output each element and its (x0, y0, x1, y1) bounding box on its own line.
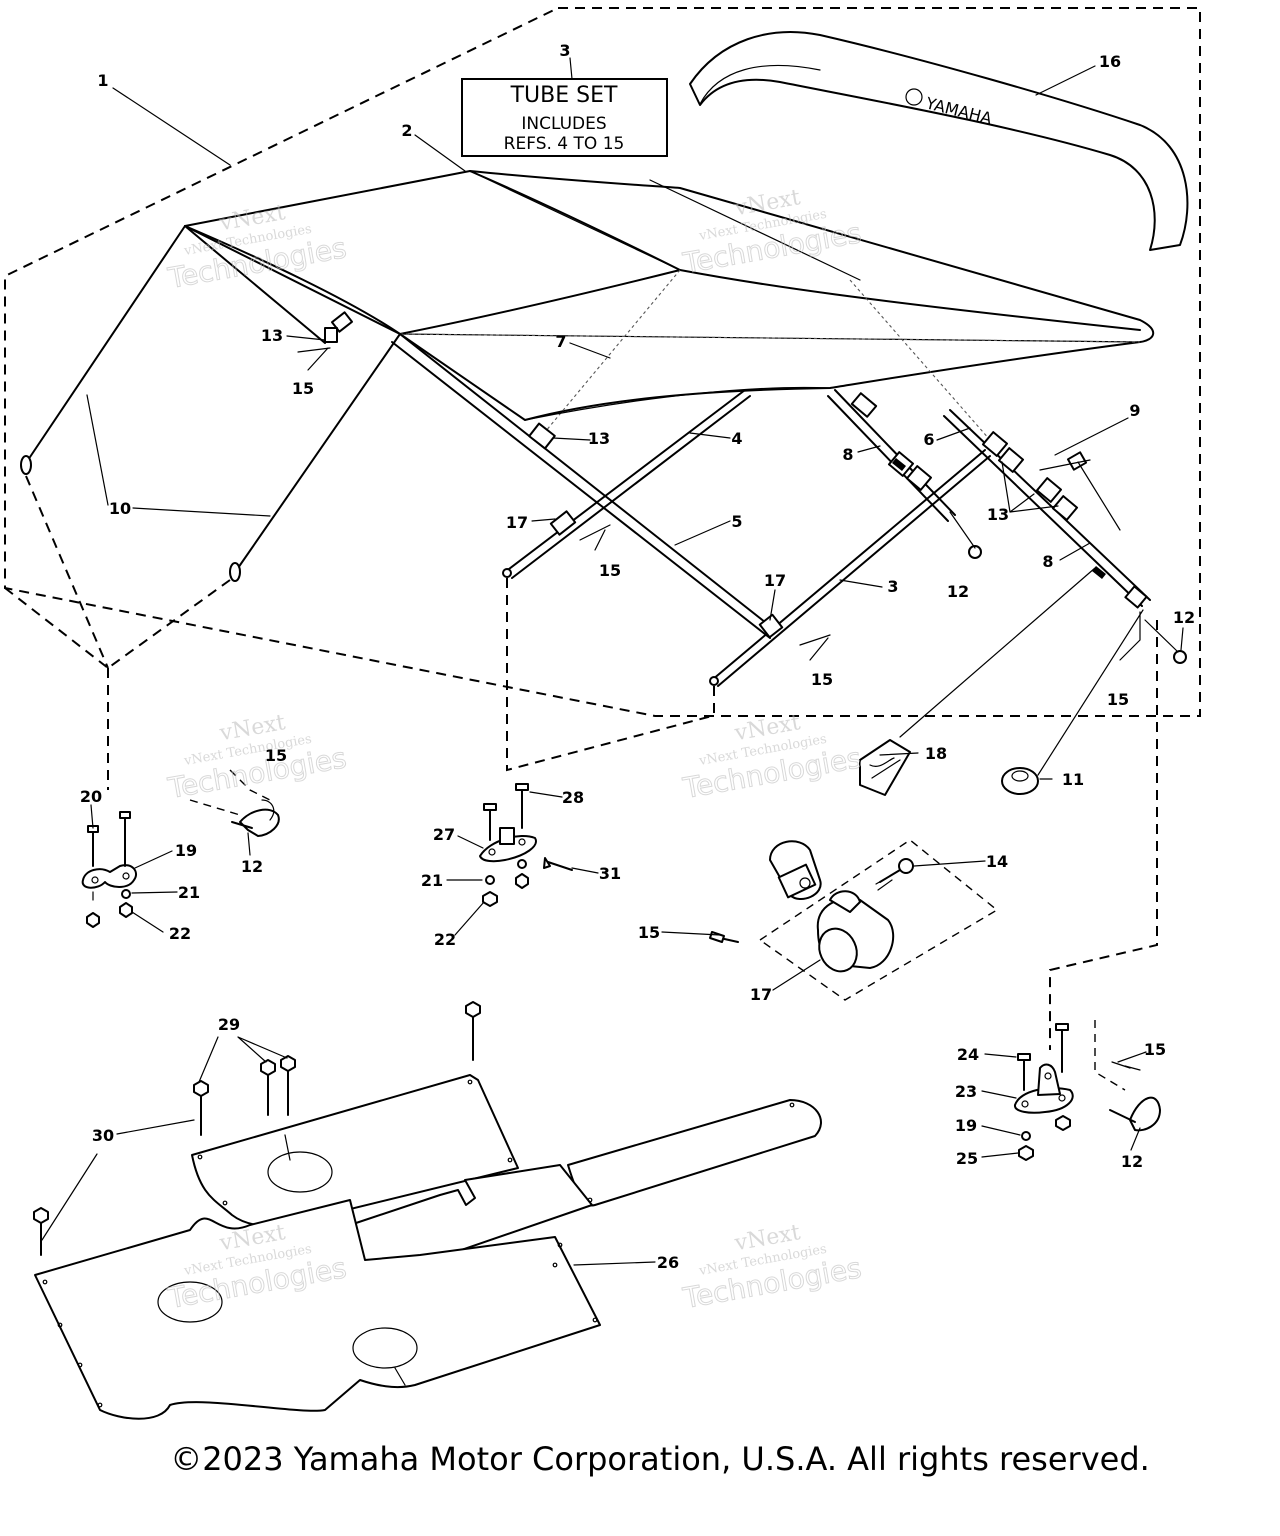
callout: 14 (986, 852, 1008, 871)
tube-set-title: TUBE SET (510, 83, 618, 108)
callout: 15 (1107, 690, 1129, 709)
frame-connectors (506, 578, 1158, 1050)
callout: 20 (80, 787, 102, 806)
callout: 19 (955, 1116, 977, 1135)
callout: 25 (956, 1149, 978, 1168)
callout: 5 (731, 512, 742, 531)
callout: 12 (947, 582, 969, 601)
detail-group-14-17 (709, 839, 999, 1001)
callout: 15 (265, 746, 287, 765)
callout: 24 (957, 1045, 979, 1064)
assembly-outline (4, 7, 1201, 717)
callout: 15 (599, 561, 621, 580)
frame-tubes (184, 225, 1151, 687)
callout-labels: 1 2 3 16 13 15 7 13 4 6 9 8 10 17 5 15 1… (80, 41, 1195, 1272)
tube-set-box: TUBE SET INCLUDES REFS. 4 TO 15 (461, 78, 668, 157)
copyright-notice: ©2023 Yamaha Motor Corporation, U.S.A. A… (170, 1440, 1150, 1478)
callout: 12 (241, 857, 263, 876)
callout: 7 (555, 332, 566, 351)
callout: 23 (955, 1082, 977, 1101)
deck-panels-26 (34, 1074, 822, 1420)
callout: 28 (562, 788, 584, 807)
callout: 31 (599, 864, 621, 883)
callout: 30 (92, 1126, 114, 1145)
callout: 1 (97, 71, 108, 90)
callout: 8 (1042, 552, 1053, 571)
callout: 9 (1129, 401, 1140, 420)
callout: 15 (1144, 1040, 1166, 1059)
middle-fitting-group (479, 783, 573, 907)
frame-fittings (297, 311, 1187, 664)
callout: 21 (178, 883, 200, 902)
tube-set-refs: REFS. 4 TO 15 (504, 134, 625, 154)
callout: 22 (434, 930, 456, 949)
callout: 15 (811, 670, 833, 689)
callout: 3 (559, 41, 570, 60)
callout: 4 (731, 429, 742, 448)
callout: 22 (169, 924, 191, 943)
callout: 17 (764, 571, 786, 590)
callout: 21 (421, 871, 443, 890)
callout: 15 (638, 923, 660, 942)
tube-set-includes: INCLUDES (521, 114, 606, 134)
callout: 6 (923, 430, 934, 449)
callout: 17 (506, 513, 528, 532)
straps-10 (20, 225, 401, 790)
bushing-11 (1001, 767, 1039, 795)
callout: 27 (433, 825, 455, 844)
callout: 12 (1121, 1152, 1143, 1171)
bimini-canvas-2 (184, 170, 1155, 441)
bracket-18 (859, 739, 911, 796)
callout: 8 (842, 445, 853, 464)
callout: 12 (1173, 608, 1195, 627)
callout: 26 (657, 1253, 679, 1272)
right-fitting-group (1014, 1020, 1161, 1161)
callout: 13 (987, 505, 1009, 524)
callout: 17 (750, 985, 772, 1004)
deck-screws (33, 1001, 481, 1256)
callout: 19 (175, 841, 197, 860)
callout: 29 (218, 1015, 240, 1034)
leader-lines (41, 57, 1184, 1266)
callout: 11 (1062, 770, 1084, 789)
callout: 13 (261, 326, 283, 345)
callout: 2 (401, 121, 412, 140)
callout: 13 (588, 429, 610, 448)
callout: 3 (887, 577, 898, 596)
callout: 10 (109, 499, 131, 518)
callout: 15 (292, 379, 314, 398)
callout: 18 (925, 744, 947, 763)
callout: 16 (1099, 52, 1121, 71)
